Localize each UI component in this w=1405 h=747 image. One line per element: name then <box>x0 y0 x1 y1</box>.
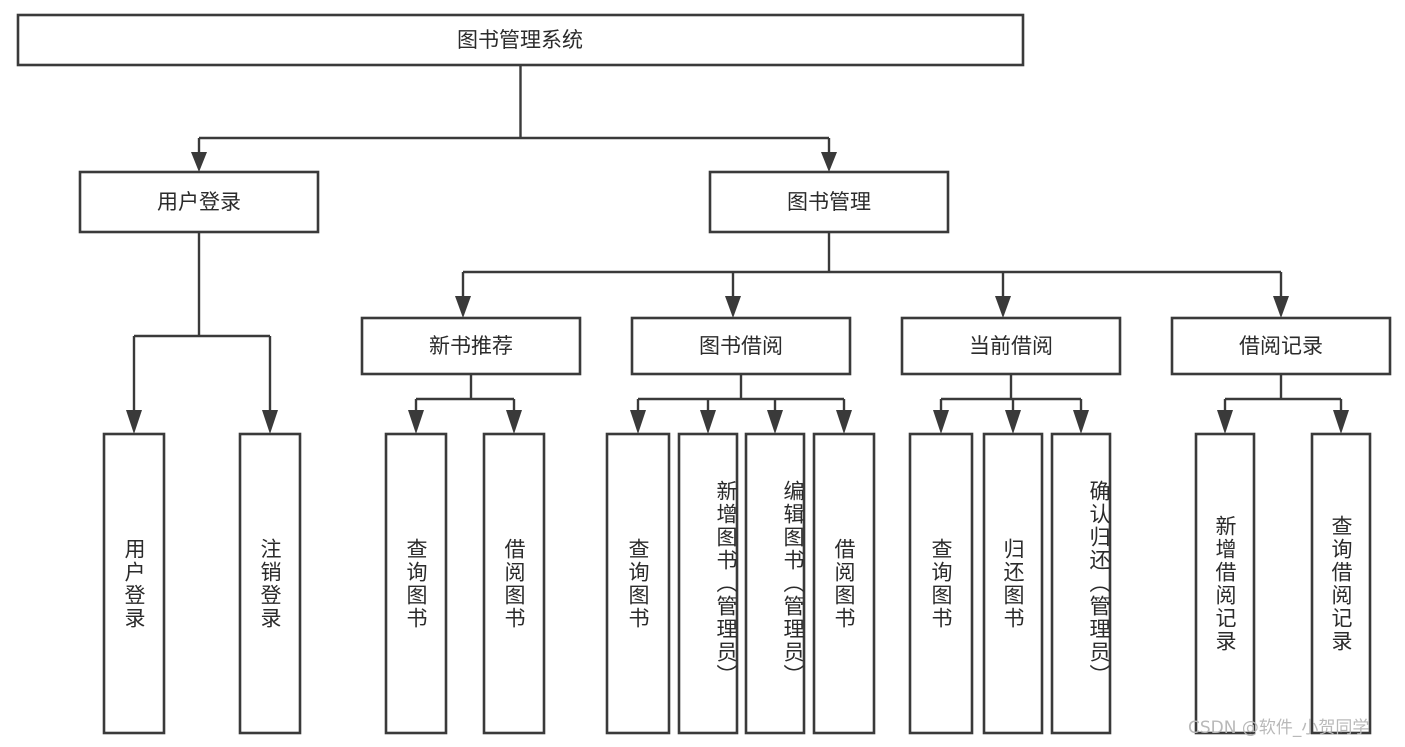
arrowhead-book-manage <box>821 152 837 172</box>
node-borrow-record[interactable]: 借阅记录 <box>1170 316 1392 376</box>
connector-group-root <box>191 65 837 172</box>
node-leaf-borrow-book-recommend-label: 借阅图书 <box>502 537 527 630</box>
node-root-box[interactable] <box>16 13 1025 67</box>
arrowhead-borrow-record <box>1273 296 1289 318</box>
node-leaf-query-book-recommend-box[interactable] <box>384 432 448 735</box>
node-current-borrow-label: 当前借阅 <box>969 334 1053 358</box>
node-leaf-user-logout-box[interactable] <box>238 432 302 735</box>
node-leaf-query-book-borrow-label: 查询图书 <box>626 537 651 630</box>
node-leaf-return-book-box[interactable] <box>982 432 1044 735</box>
node-book-borrow-label: 图书借阅 <box>699 334 783 358</box>
node-borrow-record-label: 借阅记录 <box>1239 334 1323 358</box>
node-leaf-query-book-recommend-label: 查询图书 <box>404 537 429 630</box>
node-user-login-label: 用户登录 <box>157 190 241 214</box>
node-leaf-query-record-box[interactable] <box>1310 432 1372 735</box>
node-leaf-borrow-book-recommend-box[interactable] <box>482 432 546 735</box>
arrowhead-user-login <box>191 152 207 172</box>
node-leaf-edit-book-box[interactable] <box>744 432 806 735</box>
node-book-manage[interactable]: 图书管理 <box>708 170 950 234</box>
arrowhead-leaf-add-record <box>1217 410 1233 434</box>
node-leaf-add-book-box[interactable] <box>677 432 739 735</box>
node-new-book-recommend-box[interactable] <box>360 316 582 376</box>
connector-group-book-borrow <box>630 374 852 434</box>
node-current-borrow-box[interactable] <box>900 316 1122 376</box>
node-book-manage-label: 图书管理 <box>787 190 871 214</box>
arrowhead-leaf-user-logout <box>262 410 278 434</box>
arrowhead-leaf-query-book-recommend <box>408 410 424 434</box>
node-leaf-confirm-return-box[interactable] <box>1050 432 1112 735</box>
arrowhead-current-borrow <box>995 296 1011 318</box>
connector-group-book-manage <box>455 232 1289 318</box>
arrowhead-book-borrow <box>725 296 741 318</box>
node-leaf-query-book-current-box[interactable] <box>908 432 974 735</box>
arrowhead-leaf-user-login <box>126 410 142 434</box>
connector-group-user-login <box>126 232 278 434</box>
node-book-borrow[interactable]: 图书借阅 <box>630 316 852 376</box>
node-book-borrow-box[interactable] <box>630 316 852 376</box>
arrowhead-leaf-query-record <box>1333 410 1349 434</box>
node-leaf-user-login-label: 用户登录 <box>122 537 147 630</box>
node-leaf-add-book-label: 新增图书（管理员） <box>714 480 738 687</box>
arrowhead-leaf-borrow-book-recommend <box>506 410 522 434</box>
node-new-book-recommend[interactable]: 新书推荐 <box>360 316 582 376</box>
connector-group-current-borrow <box>933 374 1089 434</box>
arrowhead-leaf-query-book-borrow <box>630 410 646 434</box>
node-root[interactable]: 图书管理系统 <box>16 13 1025 67</box>
node-leaf-query-book-borrow-box[interactable] <box>605 432 671 735</box>
node-current-borrow[interactable]: 当前借阅 <box>900 316 1122 376</box>
node-leaf-edit-book-label: 编辑图书（管理员） <box>781 480 805 687</box>
node-leaf-borrow-book-box[interactable] <box>812 432 876 735</box>
node-book-manage-box[interactable] <box>708 170 950 234</box>
node-leaf-return-book-label: 归还图书 <box>1001 537 1026 630</box>
connector-group-new-book-recommend <box>408 374 522 434</box>
node-leaf-query-book-current-label: 查询图书 <box>929 537 954 630</box>
arrowhead-leaf-edit-book <box>767 410 783 434</box>
node-leaf-add-record-label: 新增借阅记录 <box>1213 514 1238 653</box>
node-leaf-query-record-label: 查询借阅记录 <box>1329 514 1354 653</box>
arrowhead-new-book-recommend <box>455 296 471 318</box>
node-user-login-box[interactable] <box>78 170 320 234</box>
arrowhead-leaf-add-book <box>700 410 716 434</box>
arrowhead-leaf-borrow-book <box>836 410 852 434</box>
node-borrow-record-box[interactable] <box>1170 316 1392 376</box>
leaf-boxes-group <box>102 432 1372 735</box>
node-leaf-add-record-box[interactable] <box>1194 432 1256 735</box>
arrowhead-leaf-query-book-current <box>933 410 949 434</box>
connector-group-borrow-record <box>1217 374 1349 434</box>
node-root-label: 图书管理系统 <box>457 28 583 52</box>
node-new-book-recommend-label: 新书推荐 <box>429 334 513 358</box>
node-user-login[interactable]: 用户登录 <box>78 170 320 234</box>
arrowhead-leaf-confirm-return <box>1073 410 1089 434</box>
node-leaf-user-logout-label: 注销登录 <box>258 537 283 630</box>
node-leaf-borrow-book-label: 借阅图书 <box>832 537 857 630</box>
arrowhead-leaf-return-book <box>1005 410 1021 434</box>
node-leaf-confirm-return-label: 确认归还（管理员） <box>1087 480 1111 687</box>
node-leaf-user-login-box[interactable] <box>102 432 166 735</box>
